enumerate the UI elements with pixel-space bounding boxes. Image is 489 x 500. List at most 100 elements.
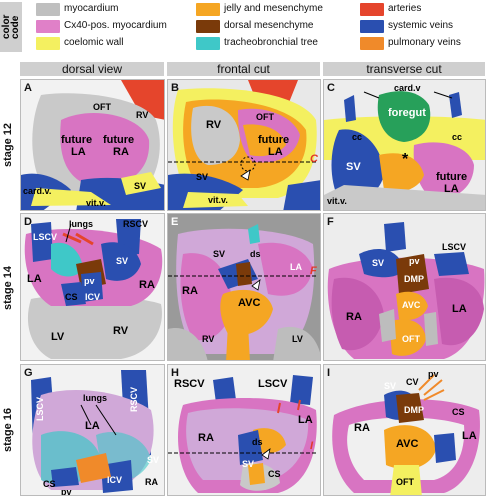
- panel-e-letter: E: [171, 216, 179, 228]
- panel-b-label-sv: SV: [196, 172, 209, 182]
- panel-h-drawing: [168, 375, 318, 493]
- panel-a-label-sv: SV: [134, 181, 147, 191]
- panel-c-label-asterisk: *: [402, 151, 409, 168]
- panel-b-label-future: future: [258, 134, 290, 146]
- panel-i-label-avc: AVC: [396, 438, 419, 450]
- panel-e-label-ra: RA: [182, 285, 198, 297]
- panel-a-label-la: LA: [71, 146, 86, 158]
- legend-key-jelly: [196, 3, 220, 16]
- row-label-stage-16: stage 16: [2, 407, 14, 453]
- panel-d-label-pv: pv: [84, 276, 95, 286]
- panel-g-drawing: [31, 370, 154, 493]
- panel-f-label-avc: AVC: [402, 300, 421, 310]
- panel-a-label-oft: OFT: [93, 102, 111, 112]
- panel-h-label-ds: ds: [252, 437, 263, 447]
- panel-h: H RSCV LSCV LA RA ds SV CS I: [167, 364, 321, 496]
- legend-key-systemic-veins: [360, 20, 384, 33]
- panel-i-drawing: [332, 374, 480, 495]
- panel-c-label-sv: SV: [346, 161, 361, 173]
- panel-e-label-sv: SV: [213, 249, 226, 259]
- legend-key-tracheobronchial: [196, 37, 220, 50]
- panel-i-label-ra: RA: [354, 422, 370, 434]
- panel-e: E SV ds LA RA AVC RV LV F: [167, 213, 321, 361]
- panel-c-label-cc-left: cc: [352, 132, 363, 142]
- panel-h-label-lscv: LSCV: [258, 378, 288, 390]
- panel-g-label-pv: pv: [61, 487, 72, 496]
- panel-b-label-oft: OFT: [256, 112, 274, 122]
- panel-g-label-lscv: LSCV: [35, 397, 45, 422]
- panel-d-label-ra: RA: [139, 279, 155, 291]
- panel-d-label-lungs: lungs: [69, 219, 93, 229]
- legend-label-jelly: jelly and mesenchyme: [224, 3, 323, 14]
- panel-c-letter: C: [327, 82, 335, 94]
- panel-f-letter: F: [327, 216, 334, 228]
- panel-a-label-future-2: future: [103, 134, 135, 146]
- panel-g-label-cs: CS: [43, 479, 56, 489]
- panel-h-label-sv: SV: [242, 459, 255, 469]
- legend-key-arteries: [360, 3, 384, 16]
- panel-h-label-la: LA: [298, 414, 313, 426]
- panel-e-label-rv: RV: [202, 334, 215, 344]
- panel-g-label-rscv: RSCV: [129, 387, 139, 413]
- column-header-frontal: frontal cut: [167, 62, 320, 76]
- panel-b-section-marker-c: C: [310, 153, 318, 165]
- panel-b-label-vit-v: vit.v.: [208, 195, 228, 205]
- panel-a-label-rv: RV: [136, 110, 149, 120]
- panel-i-label-oft: OFT: [396, 477, 414, 487]
- panel-g: G lungs RSCV LSCV LA SV RA CS pv ICV: [20, 364, 165, 496]
- panel-i-label-cs: CS: [452, 407, 465, 417]
- panel-d-letter: D: [24, 216, 32, 228]
- panel-g-label-lungs: lungs: [83, 393, 107, 403]
- panel-a-letter: A: [24, 82, 32, 94]
- legend-label-dorsal-mesenchyme: dorsal mesenchyme: [224, 20, 314, 31]
- legend-label-cx40: Cx40-pos. myocardium: [64, 20, 167, 31]
- panel-a-label-future-1: future: [61, 134, 93, 146]
- panel-b-drawing: [168, 80, 320, 210]
- panel-h-label-rscv: RSCV: [174, 378, 205, 390]
- panel-d-label-sv: SV: [116, 256, 129, 266]
- panel-g-label-la: LA: [85, 420, 100, 432]
- panel-h-letter: H: [171, 367, 179, 379]
- panel-a-drawing: [21, 80, 164, 210]
- panel-c-label-cc-right: cc: [452, 132, 463, 142]
- panel-c-label-future: future: [436, 171, 468, 183]
- legend-label-pulmonary-veins: pulmonary veins: [388, 37, 461, 48]
- panel-b-label-la: LA: [268, 146, 283, 158]
- panel-i-label-dmp: DMP: [404, 405, 424, 415]
- panel-g-label-ra: RA: [145, 477, 158, 487]
- panel-i-label-cv: CV: [406, 377, 419, 387]
- panel-a-label-ra: RA: [113, 146, 129, 158]
- panel-f-label-lscv: LSCV: [442, 242, 467, 252]
- legend-label-tracheobronchial: tracheobronchial tree: [224, 37, 318, 48]
- panel-h-label-cs: CS: [268, 469, 281, 479]
- column-header-transverse: transverse cut: [323, 62, 485, 76]
- panel-i-label-la: LA: [462, 430, 477, 442]
- panel-i-label-sv: SV: [384, 381, 397, 391]
- panel-f-label-la: LA: [452, 303, 467, 315]
- panel-e-drawing: [168, 214, 320, 360]
- panel-f-label-ra: RA: [346, 311, 362, 323]
- panel-e-label-avc: AVC: [238, 297, 261, 309]
- panel-i: I SV CV pv DMP CS RA AVC LA OFT: [323, 364, 486, 496]
- panel-g-label-sv: SV: [147, 455, 160, 465]
- legend-label-myocardium: myocardium: [64, 3, 119, 14]
- panel-d-label-cs: CS: [65, 292, 78, 302]
- panel-c-label-la: LA: [444, 183, 459, 195]
- panel-e-label-la: LA: [290, 262, 302, 272]
- panel-h-section-marker-i: I: [310, 440, 314, 452]
- panel-f: F LSCV SV pv DMP AVC RA LA OFT: [323, 213, 486, 361]
- panel-i-letter: I: [327, 367, 331, 379]
- legend-label-systemic-veins: systemic veins: [388, 20, 454, 31]
- legend-key-cx40: [36, 20, 60, 33]
- panel-g-label-icv: ICV: [107, 475, 123, 485]
- panel-f-label-dmp: DMP: [404, 274, 424, 284]
- panel-f-drawing: [327, 222, 485, 359]
- panel-d-label-rscv: RSCV: [123, 219, 149, 229]
- panel-f-label-sv: SV: [372, 258, 385, 268]
- panel-f-label-oft: OFT: [402, 334, 420, 344]
- legend-label-arteries: arteries: [388, 3, 422, 14]
- panel-c-drawing: [324, 91, 485, 210]
- legend-key-dorsal-mesenchyme: [196, 20, 220, 33]
- panel-e-label-lv: LV: [292, 334, 303, 344]
- panel-g-letter: G: [24, 367, 33, 379]
